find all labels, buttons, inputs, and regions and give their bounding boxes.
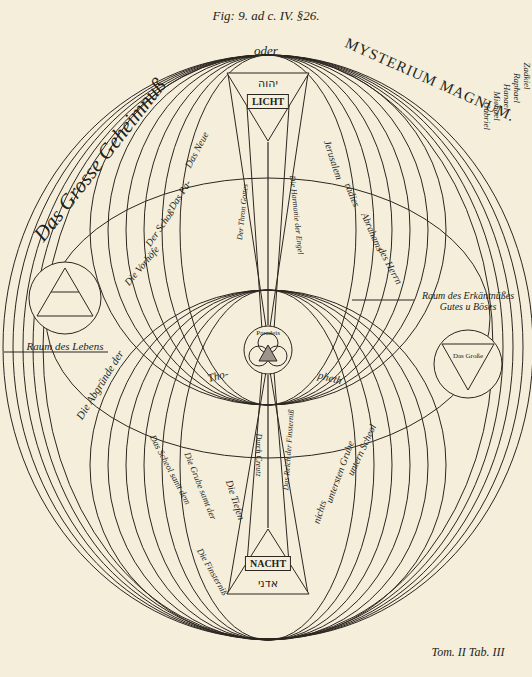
region-label: Die Tiefen	[224, 479, 246, 521]
knowledge-circle: Raum des Erkäntnüßes Gutes u BösesDas Gr…	[412, 290, 524, 402]
lower-lens	[126, 290, 410, 640]
life-circle: Raum des Lebens	[15, 258, 115, 360]
light-triangle: יהוה LICHT	[226, 72, 310, 142]
centre-triangle	[259, 345, 277, 361]
region-label: Der Schoß	[144, 208, 177, 249]
lower-lens	[90, 290, 446, 640]
region-label: Das Neue	[183, 130, 210, 169]
ray-label: Das Reich der Finsterniß	[282, 409, 296, 490]
outer-ring	[3, 55, 532, 639]
space-label: Raum des Lebens	[27, 340, 104, 352]
angel-name: Michael	[492, 91, 501, 121]
outer-ring	[13, 55, 523, 639]
ray-label: Durch Creutz	[254, 433, 262, 476]
inner-triangle	[37, 268, 93, 316]
region-label: Jerusalem	[322, 139, 344, 181]
lower-lens	[108, 290, 428, 640]
triangle-outline	[227, 73, 309, 141]
lower-lens	[180, 290, 356, 640]
region-label: Das Pa-	[167, 178, 193, 211]
region-label: Tho-	[207, 368, 230, 384]
upper-lens	[162, 55, 374, 405]
region-label: nichts	[312, 499, 329, 525]
middle-ellipse	[46, 178, 490, 458]
divine-name: אדני	[258, 578, 278, 590]
inner-line	[51, 292, 79, 293]
circle-title: Paradeis	[256, 330, 280, 338]
circle-outline	[434, 330, 502, 398]
region-label: pheth	[317, 370, 343, 387]
connector-line	[267, 375, 268, 528]
heading-word: oder	[254, 44, 278, 57]
ray-label: Der Thron Gottes	[236, 183, 250, 240]
triangle-outline	[227, 529, 309, 594]
upper-lens	[126, 55, 410, 405]
upper-lens	[144, 55, 392, 405]
triangle-title: LICHT	[247, 94, 289, 109]
inner-triangle	[442, 344, 494, 390]
circle-outline	[244, 326, 292, 374]
angel-name: Raphael	[512, 73, 521, 103]
region-label: radies	[343, 182, 362, 209]
curved-heading: MYSTERIUM MAGNUM.	[343, 36, 518, 125]
region-label: des Herrn	[376, 246, 404, 286]
curved-heading: Das Grosse Geheimnuß	[30, 75, 170, 245]
lower-lens	[144, 290, 392, 640]
plate-caption: Tom. II Tab. III	[432, 646, 505, 658]
night-triangle: NACHT אדני	[226, 528, 310, 606]
pointer-line	[352, 300, 414, 301]
figure-title: Fig: 9. ad c. IV. §26.	[213, 9, 320, 22]
upper-lens	[180, 55, 356, 405]
ray-label: Die Harmonie der Engel	[288, 175, 304, 255]
region-label: Die Finsterniß	[195, 547, 229, 597]
angel-name: Zadkiel	[522, 63, 531, 90]
region-label: Die Abgründe der	[74, 348, 125, 421]
region-label: Die Grube samt der	[182, 451, 217, 521]
paradise-circle: Paradeis	[243, 325, 293, 375]
divine-name: יהוה	[258, 78, 278, 90]
angel-name: Hanael	[502, 84, 511, 111]
angel-name: Gabriel	[482, 102, 491, 130]
outer-ring	[23, 55, 513, 639]
connector-line	[267, 142, 268, 325]
circle-outline	[29, 262, 101, 334]
circle-inscription: Das Große	[453, 353, 483, 361]
lower-lens	[162, 290, 374, 640]
region-label: Das Scheol samt dem	[148, 434, 192, 506]
space-label: Raum des Erkäntnüßes Gutes u Böses	[414, 290, 522, 312]
upper-lens	[108, 55, 428, 405]
triangle-title: NACHT	[245, 556, 291, 571]
